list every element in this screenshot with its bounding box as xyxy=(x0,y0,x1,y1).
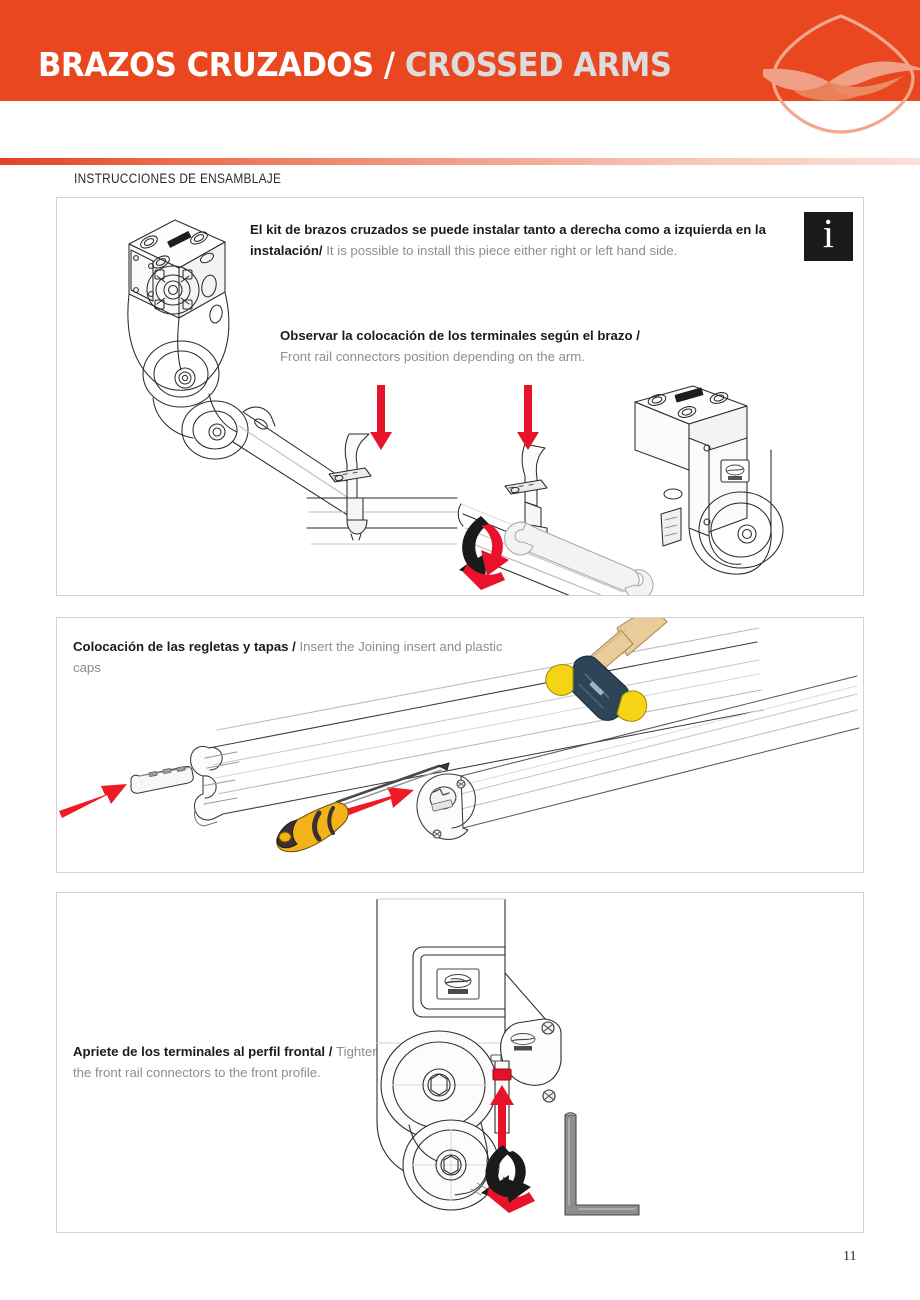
section-heading: INSTRUCCIONES DE ENSAMBLAJE xyxy=(74,171,282,186)
panel-2-illustration xyxy=(59,618,860,853)
instruction-text-tighten-spanish: Apriete de los terminales al perfil fron… xyxy=(73,1044,337,1059)
crossed-arm-right-block-drawing xyxy=(634,385,784,575)
page-title-english: CROSSED ARMS xyxy=(404,45,672,84)
section-divider-rule xyxy=(0,158,920,165)
instruction-text-tighten-english: Tighten the front rail connectors to the… xyxy=(73,1044,380,1081)
screwdriver-drawing xyxy=(276,762,450,853)
page-title-separator: / xyxy=(373,45,405,84)
instruction-text-install-english: It is possible to install this piece eit… xyxy=(326,243,678,259)
page-number: 11 xyxy=(843,1249,857,1264)
joining-insert-drawing xyxy=(130,766,194,794)
instruction-panel-3: Apriete de los terminales al perfil fron… xyxy=(56,892,864,1233)
instruction-panel-1: i El kit de brazos cruzados se puede ins… xyxy=(56,197,864,596)
panel-1-illustration xyxy=(127,219,784,595)
arm-side-view-drawing xyxy=(376,898,562,1211)
open-end-wrench-drawing xyxy=(504,521,654,595)
up-arrow-bolt xyxy=(490,1085,514,1151)
instruction-text-install-spanish: El kit de brazos cruzados se puede insta… xyxy=(250,222,766,259)
instruction-panel-2: Colocación de las regletas y tapas / Ins… xyxy=(56,617,864,873)
instruction-text-tighten: Apriete de los terminales al perfil fron… xyxy=(73,1041,383,1084)
allen-key-drawing xyxy=(564,1112,640,1216)
instruction-text-caps-spanish: Colocación de las regletas y tapas / xyxy=(73,639,300,654)
instruction-text-caps-english: Insert the Joining insert and plastic ca… xyxy=(73,639,503,676)
page-title: BRAZOS CRUZADOS / CROSSED ARMS xyxy=(38,48,672,81)
panel-3-illustration xyxy=(376,898,640,1216)
down-arrow-right xyxy=(517,385,539,450)
highlighted-bolt xyxy=(492,1068,512,1081)
crossed-arm-assembly-drawing xyxy=(127,219,358,517)
insert-arrow-left xyxy=(59,784,127,818)
info-icon: i xyxy=(804,212,853,261)
down-arrow-left xyxy=(370,385,392,450)
header-banner: BRAZOS CRUZADOS / CROSSED ARMS xyxy=(0,0,920,101)
instruction-text-caps: Colocación de las regletas y tapas / Ins… xyxy=(73,636,533,679)
front-rail-connector-left-drawing xyxy=(306,433,458,545)
info-icon-glyph: i xyxy=(822,210,835,256)
insert-arrow-right xyxy=(342,787,414,817)
rotation-arrow xyxy=(481,1145,535,1213)
instruction-text-observe-spanish: Observar la colocación de los terminales… xyxy=(280,328,640,343)
page-title-spanish: BRAZOS CRUZADOS xyxy=(38,45,374,84)
instruction-text-observe-english: Front rail connectors position depending… xyxy=(280,349,585,365)
rubber-mallet-drawing xyxy=(545,618,668,722)
instruction-text-install: El kit de brazos cruzados se puede insta… xyxy=(250,219,775,262)
instruction-text-observe: Observar la colocación de los terminales… xyxy=(280,325,680,368)
plastic-end-cap-drawing xyxy=(416,675,860,840)
front-profile-extrusion-drawing xyxy=(190,627,764,827)
rotation-arrow xyxy=(459,516,509,590)
